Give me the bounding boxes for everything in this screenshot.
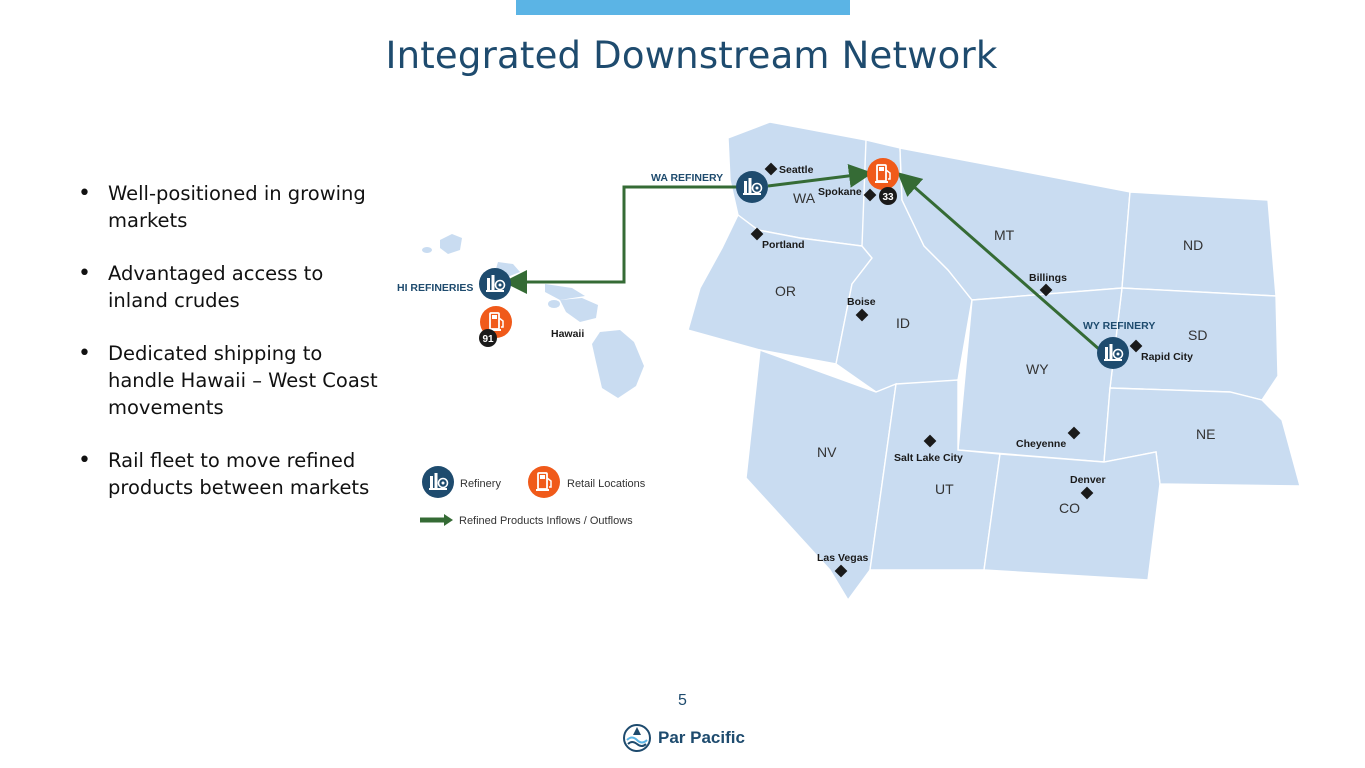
retail-spokane: 33 (866, 157, 900, 205)
refinery-wy (1096, 336, 1130, 370)
island-molokai (545, 284, 585, 300)
legend-retail-label: Retail Locations (567, 478, 646, 490)
refinery-wa (735, 170, 769, 204)
legend-refinery-icon (421, 465, 455, 499)
state-label-wy: WY (1026, 361, 1049, 377)
retail-count-spokane: 33 (882, 192, 894, 203)
retail-count-hawaii: 91 (482, 334, 494, 345)
top-accent-bar (516, 0, 850, 15)
city-label-seattle: Seattle (779, 164, 814, 176)
refinery-icon (1096, 336, 1130, 370)
company-logo: Par Pacific (622, 722, 745, 754)
refinery-label-hi: HI REFINERIES (397, 282, 473, 294)
legend-arrowhead (444, 514, 453, 526)
state-label-ut: UT (935, 481, 954, 497)
page-number: 5 (678, 692, 687, 709)
city-label-rapid-city: Rapid City (1141, 351, 1193, 363)
state-label-ne: NE (1196, 426, 1215, 442)
bullet-item: Dedicated shipping to handle Hawaii – We… (78, 340, 378, 421)
legend-flows-label: Refined Products Inflows / Outflows (459, 515, 633, 527)
refinery-icon (478, 267, 512, 301)
hawaii-islands (422, 234, 644, 398)
state-label-or: OR (775, 283, 796, 299)
map-legend: Refinery Retail Locations Refined Produc… (420, 465, 646, 527)
city-label-cheyenne: Cheyenne (1016, 438, 1066, 450)
city-label-denver: Denver (1070, 474, 1106, 486)
state-label-co: CO (1059, 500, 1080, 516)
city-label-boise: Boise (847, 296, 876, 308)
refinery-hi (478, 267, 512, 301)
state-label-wa: WA (793, 190, 816, 206)
state-label-sd: SD (1188, 327, 1207, 343)
city-label-hawaii: Hawaii (551, 328, 584, 340)
island-maui (560, 298, 598, 322)
fuel-pump-icon (866, 157, 900, 191)
states-region (687, 121, 1301, 602)
arrow-wa-to-spokane (767, 163, 873, 188)
arrow-wy-to-spokane (897, 172, 1101, 352)
state-label-mt: MT (994, 227, 1015, 243)
state-label-nd: ND (1183, 237, 1203, 253)
arrow-wa-to-hi (503, 185, 740, 294)
island-lanai (548, 300, 560, 308)
city-label-portland: Portland (762, 239, 805, 251)
slide-title: Integrated Downstream Network (385, 34, 998, 77)
bullet-item: Well-positioned in growing markets (78, 180, 378, 234)
retail-count-badge (879, 187, 897, 205)
legend-refinery-label: Refinery (460, 478, 501, 490)
refinery-label-wy: WY REFINERY (1083, 320, 1155, 332)
city-label-spokane: Spokane (818, 186, 862, 198)
state-nv (745, 349, 897, 602)
city-label-salt-lake-city: Salt Lake City (894, 452, 963, 464)
island-niihau (422, 247, 432, 253)
flow-arrows (503, 163, 1101, 352)
legend-fuel-pump-icon (527, 465, 561, 499)
city-markers: Seattle Spokane Portland Boise Billings … (551, 162, 1193, 578)
state-label-nv: NV (817, 444, 837, 460)
refinery-icon (735, 170, 769, 204)
state-labels: WA OR ID MT ND SD WY NE NV UT CO (775, 190, 1215, 516)
retail-hawaii: 91 (479, 305, 513, 347)
bullet-list: Well-positioned in growing markets Advan… (78, 180, 378, 527)
par-pacific-logo-icon (623, 724, 651, 752)
city-label-billings: Billings (1029, 272, 1067, 284)
state-co (983, 451, 1161, 581)
retail-count-badge (479, 329, 497, 347)
state-label-id: ID (896, 315, 910, 331)
island-big-island (592, 330, 644, 398)
city-label-las-vegas: Las Vegas (817, 552, 869, 564)
refinery-labels: WA REFINERY HI REFINERIES WY REFINERY (397, 172, 1155, 332)
island-kauai (440, 234, 462, 254)
logo-text: Par Pacific (658, 728, 745, 747)
bullet-item: Rail fleet to move refined products betw… (78, 447, 378, 501)
refinery-label-wa: WA REFINERY (651, 172, 723, 184)
bullet-item: Advantaged access to inland crudes (78, 260, 378, 314)
